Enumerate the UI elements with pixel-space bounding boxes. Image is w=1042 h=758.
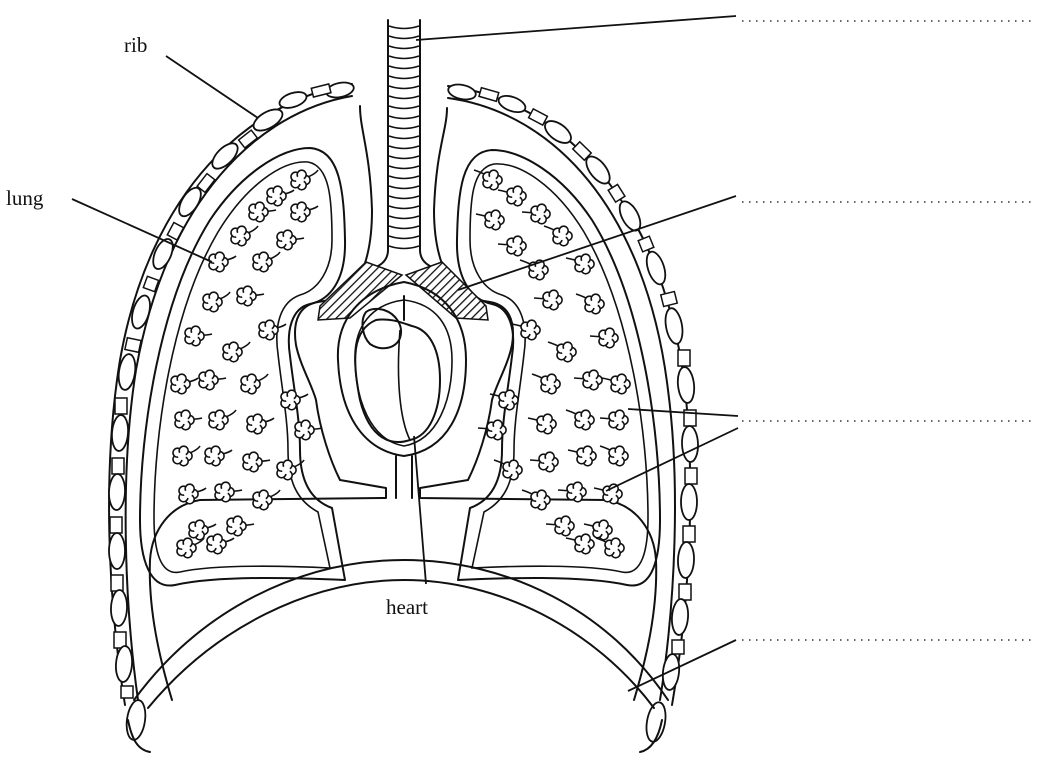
trachea-ring	[389, 226, 419, 229]
alveolus	[175, 410, 194, 430]
trachea-ring	[389, 196, 419, 199]
alveolus	[575, 254, 594, 274]
alveolus	[253, 252, 272, 272]
alveolus	[575, 534, 594, 554]
trachea	[366, 20, 442, 270]
alveolus	[185, 326, 204, 346]
trachea-ring	[389, 206, 419, 209]
alveolus	[223, 342, 242, 362]
trachea-ring	[389, 36, 419, 39]
alveolus	[531, 490, 550, 510]
alveolus	[177, 538, 196, 558]
trachea-ring	[389, 236, 419, 239]
alveolus	[231, 226, 250, 246]
alveolus	[243, 452, 262, 472]
alveolus	[199, 370, 218, 390]
alveolus	[267, 186, 286, 206]
trachea-ring	[389, 246, 419, 249]
alveolus	[209, 410, 228, 430]
trachea-ring	[389, 156, 419, 159]
label-lung: lung	[6, 186, 44, 210]
alveolus	[277, 460, 296, 480]
alveolus	[189, 520, 208, 540]
alveolus	[577, 446, 596, 466]
alveolus	[599, 328, 618, 348]
alveolus	[555, 516, 574, 536]
alveolus	[203, 292, 222, 312]
alveolus	[507, 236, 526, 256]
heart-pointer-line	[414, 436, 426, 584]
alveolus	[541, 374, 560, 394]
trachea-ring	[389, 216, 419, 219]
alveolus	[583, 370, 602, 390]
alveolus	[259, 320, 278, 340]
alveolus	[173, 446, 192, 466]
answer-blanks	[742, 21, 1036, 640]
bronchus-pointer-line	[458, 196, 736, 290]
alveolus	[241, 374, 260, 394]
label-rib: rib	[124, 33, 147, 57]
alveolus	[537, 414, 556, 434]
trachea-ring	[389, 176, 419, 179]
alveolus	[291, 202, 310, 222]
alveolus	[237, 286, 256, 306]
alveolus	[277, 230, 296, 250]
alveolus	[585, 294, 604, 314]
trachea-ring	[389, 136, 419, 139]
alveolus	[539, 452, 558, 472]
alveolus	[499, 390, 518, 410]
trachea-ring	[389, 86, 419, 89]
alveolus	[611, 374, 630, 394]
heart	[338, 282, 466, 498]
alveolus	[503, 460, 522, 480]
trachea-ring	[389, 26, 419, 29]
alveolus	[605, 538, 624, 558]
alveolus	[531, 204, 550, 224]
alveolus	[593, 520, 612, 540]
alveolus	[521, 320, 540, 340]
trachea-pointer-line	[416, 16, 736, 40]
trachea-ring	[389, 56, 419, 59]
trachea-ring	[389, 186, 419, 189]
alveolus	[609, 446, 628, 466]
trachea-ring	[389, 146, 419, 149]
label-heart: heart	[386, 595, 428, 619]
alveolus	[247, 414, 266, 434]
alveolus	[609, 410, 628, 430]
bronchiole-pointer-line	[628, 409, 738, 416]
alveolus	[205, 446, 224, 466]
alveolus	[295, 420, 314, 440]
trachea-ring	[389, 166, 419, 169]
alveolus	[543, 290, 562, 310]
alveolus	[485, 210, 504, 230]
trachea-ring	[389, 46, 419, 49]
trachea-ring	[389, 76, 419, 79]
left-lung	[140, 148, 345, 586]
rib-pointer-line	[166, 56, 258, 118]
trachea-ring	[389, 66, 419, 69]
alveolus	[507, 186, 526, 206]
alveolus	[249, 202, 268, 222]
trachea-ring	[389, 96, 419, 99]
pointer-lines	[72, 16, 738, 691]
alveolus	[207, 534, 226, 554]
alveolus	[291, 170, 310, 190]
alveolus	[575, 410, 594, 430]
trachea-ring	[389, 126, 419, 129]
alveolus	[253, 490, 272, 510]
alveolus	[553, 226, 572, 246]
alveolus	[557, 342, 576, 362]
trachea-ring	[389, 116, 419, 119]
alveolus	[171, 374, 190, 394]
alveolus	[227, 516, 246, 536]
alveolus	[483, 170, 502, 190]
trachea-ring	[389, 106, 419, 109]
diaphragm	[128, 560, 668, 752]
